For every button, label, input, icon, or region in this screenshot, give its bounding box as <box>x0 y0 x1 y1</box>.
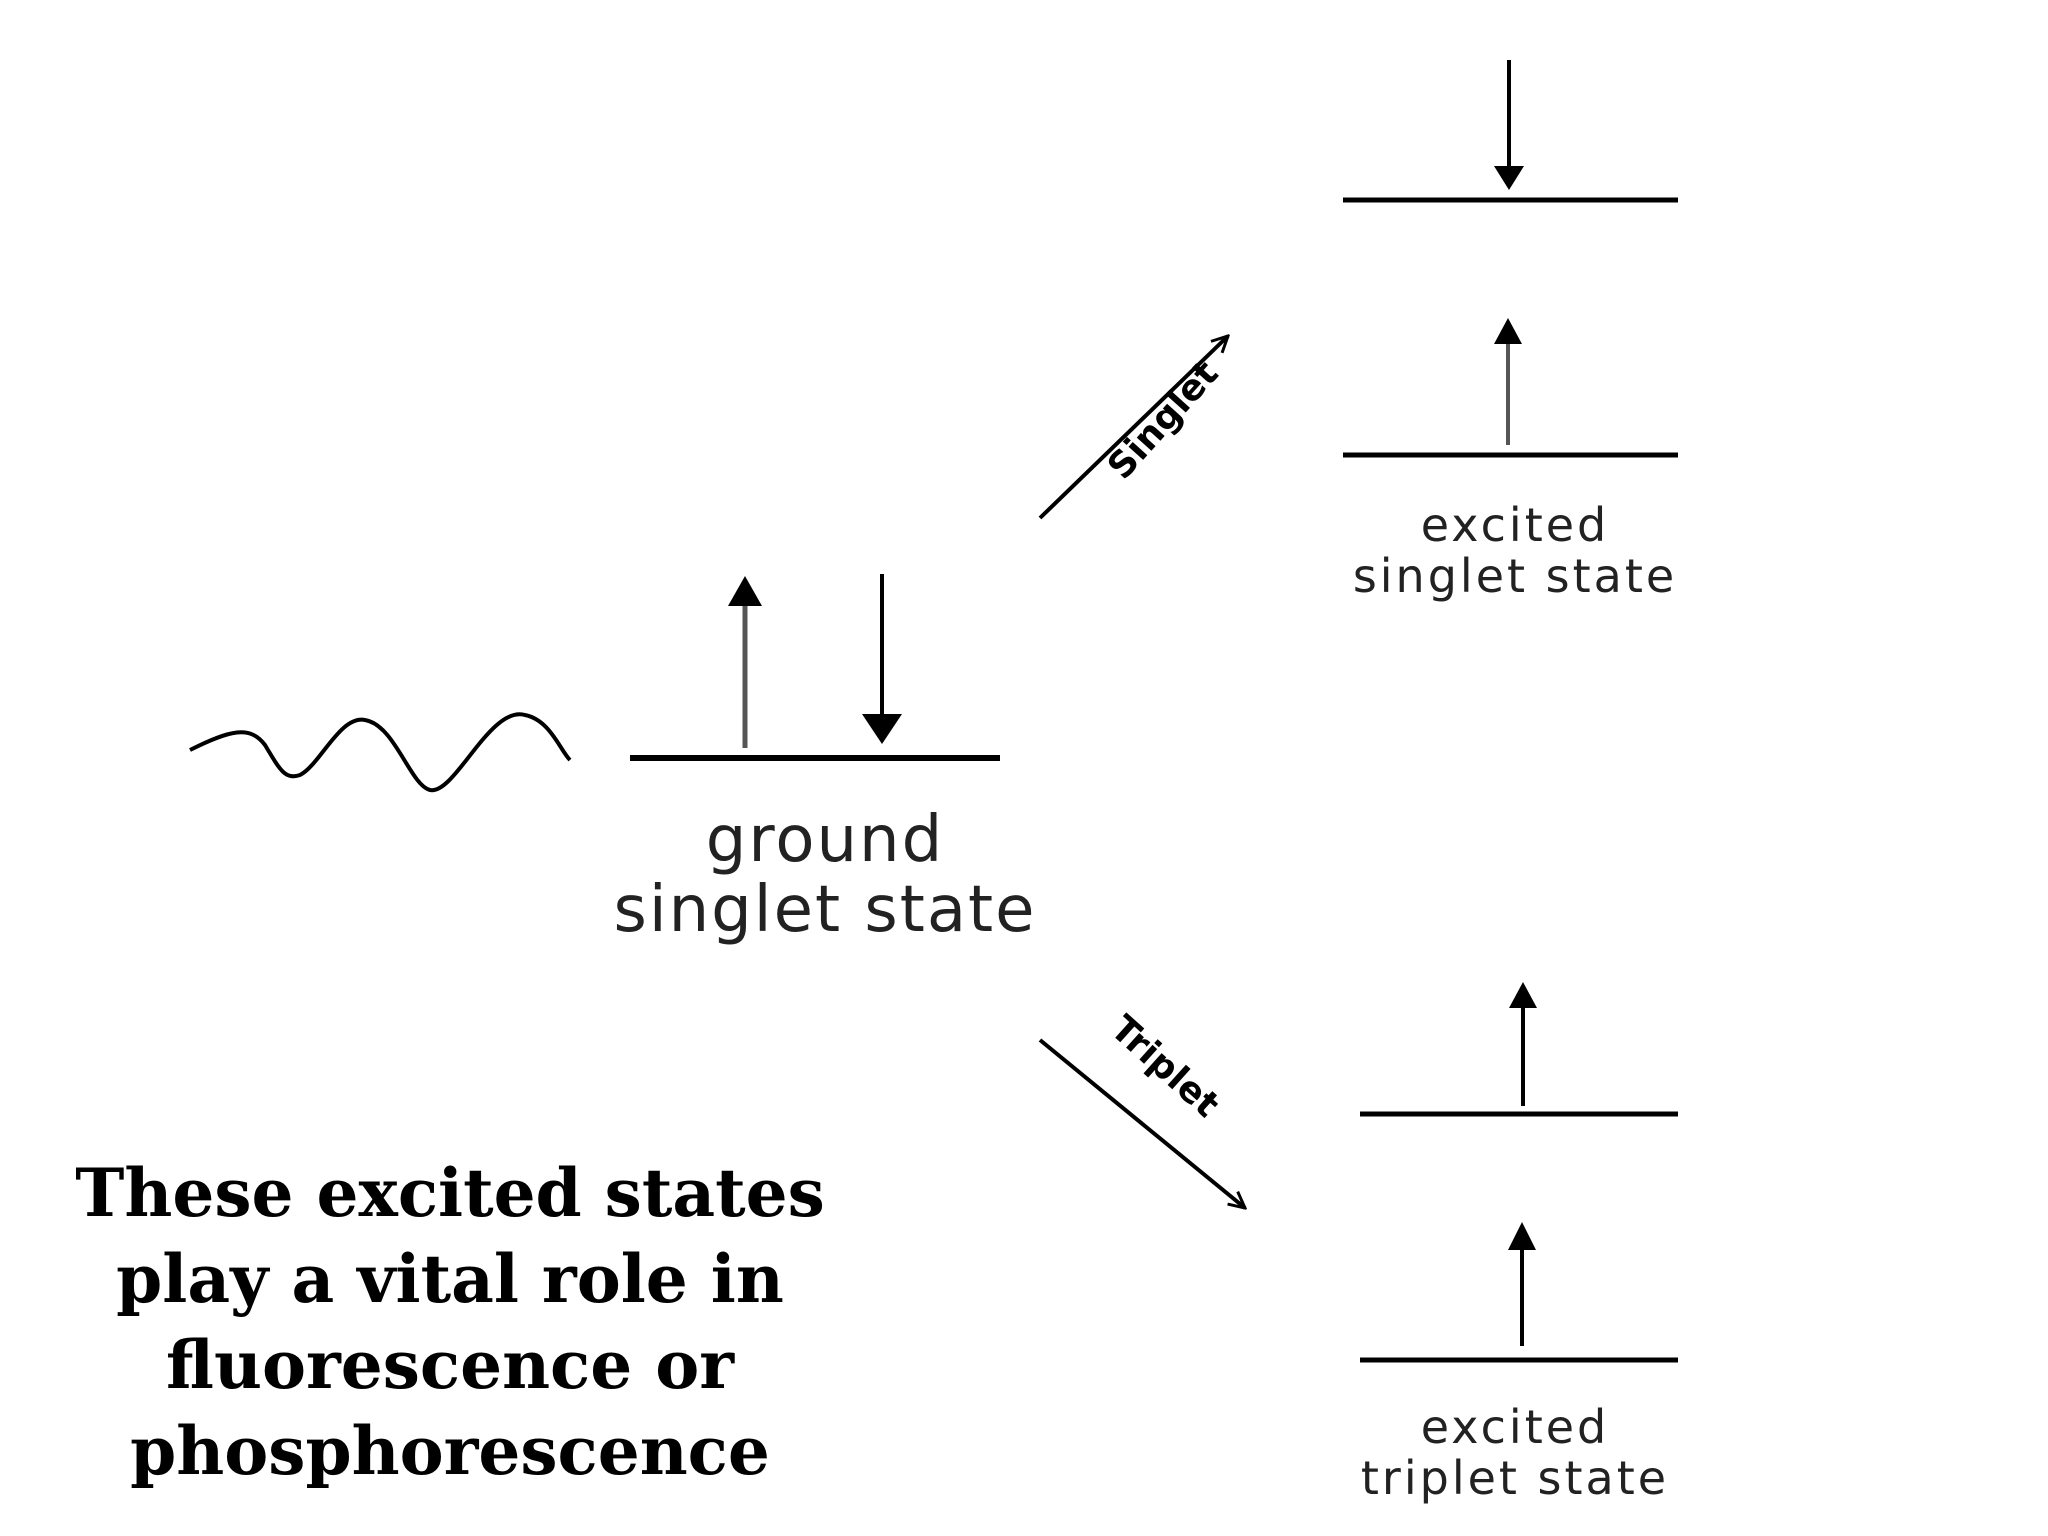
triplet-lower-spin-up-arrow <box>1508 1222 1536 1346</box>
ground-spin-down-arrow <box>862 574 902 744</box>
ground-state-label-line1: ground <box>705 803 945 877</box>
photon-wave-icon <box>189 712 572 793</box>
caption-line4: phosphorescence <box>130 1412 770 1490</box>
caption-line1: These excited states <box>75 1154 825 1232</box>
triplet-upper-spin-up-arrow <box>1509 982 1537 1106</box>
excited-triplet-label: excited triplet state <box>1330 1402 1700 1503</box>
excited-triplet-label-line1: excited <box>1420 1400 1610 1454</box>
caption-text: These excited states play a vital role i… <box>60 1150 840 1494</box>
triplet-transition-arrow <box>1038 1038 1245 1208</box>
singlet-spin-up-arrow <box>1494 318 1522 445</box>
singlet-spin-down-arrow <box>1494 60 1524 190</box>
excited-singlet-label-line1: excited <box>1420 498 1610 552</box>
ground-spin-up-arrow <box>728 576 762 748</box>
ground-state-label-line2: singlet state <box>613 873 1037 948</box>
ground-state-label: ground singlet state <box>590 805 1060 946</box>
caption-line2: play a vital role in <box>116 1240 784 1318</box>
excited-singlet-label: excited singlet state <box>1310 500 1720 601</box>
excited-singlet-label-line2: singlet state <box>1352 548 1678 603</box>
caption-line3: fluorescence or <box>165 1326 735 1404</box>
excited-triplet-label-line2: triplet state <box>1360 1450 1670 1505</box>
singlet-transition-arrow <box>1038 336 1228 520</box>
